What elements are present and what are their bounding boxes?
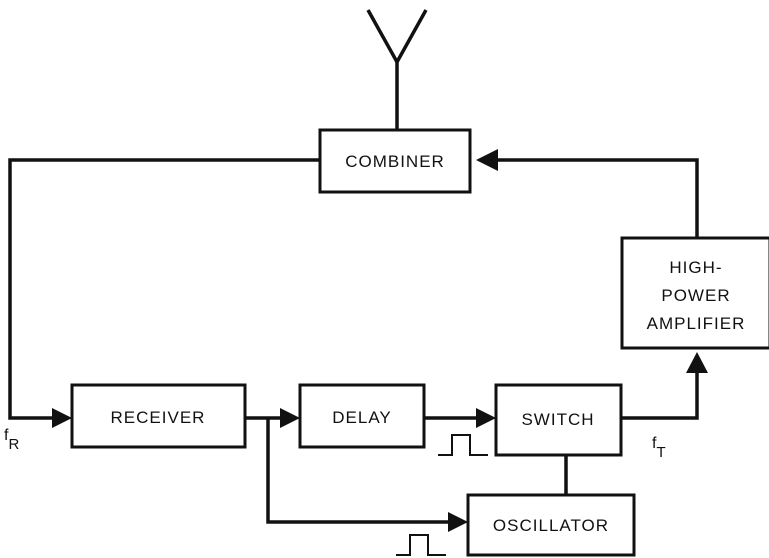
transmit-frequency-label: fT — [652, 435, 666, 461]
oscillator-label: OSCILLATOR — [493, 516, 609, 535]
antenna-icon — [366, 9, 428, 130]
wire-receiver-to-oscillator — [266, 418, 452, 524]
high-power-amplifier-block: HIGH- POWER AMPLIFIER — [620, 236, 769, 350]
amplifier-label-line-3: AMPLIFIER — [647, 314, 746, 333]
switch-block: SWITCH — [494, 383, 623, 457]
combiner-label: COMBINER — [345, 152, 445, 171]
arrow-into-switch — [476, 408, 496, 428]
pulse-icon-oscillator-trigger — [396, 534, 446, 556]
receiver-label: RECEIVER — [111, 408, 206, 427]
arrow-into-delay — [280, 408, 300, 428]
pulse-icon-delay-output — [438, 434, 488, 456]
wire-combiner-to-receiver — [8, 158, 320, 420]
arrow-into-oscillator — [448, 512, 468, 532]
arrow-into-receiver — [52, 408, 72, 428]
amplifier-label-line-1: HIGH- — [669, 258, 722, 277]
switch-label: SWITCH — [521, 410, 594, 429]
oscillator-block: OSCILLATOR — [466, 493, 636, 557]
amplifier-label-line-2: POWER — [661, 286, 730, 305]
receive-frequency-label: fR — [4, 427, 19, 453]
combiner-block: COMBINER — [318, 128, 472, 194]
receiver-block: RECEIVER — [70, 383, 247, 449]
wire-amplifier-to-combiner — [494, 158, 699, 238]
wire-switch-to-amplifier — [621, 370, 699, 420]
arrow-into-amplifier — [686, 352, 708, 373]
delay-label: DELAY — [332, 408, 392, 427]
arrow-into-combiner — [476, 149, 498, 171]
delay-block: DELAY — [298, 383, 426, 449]
